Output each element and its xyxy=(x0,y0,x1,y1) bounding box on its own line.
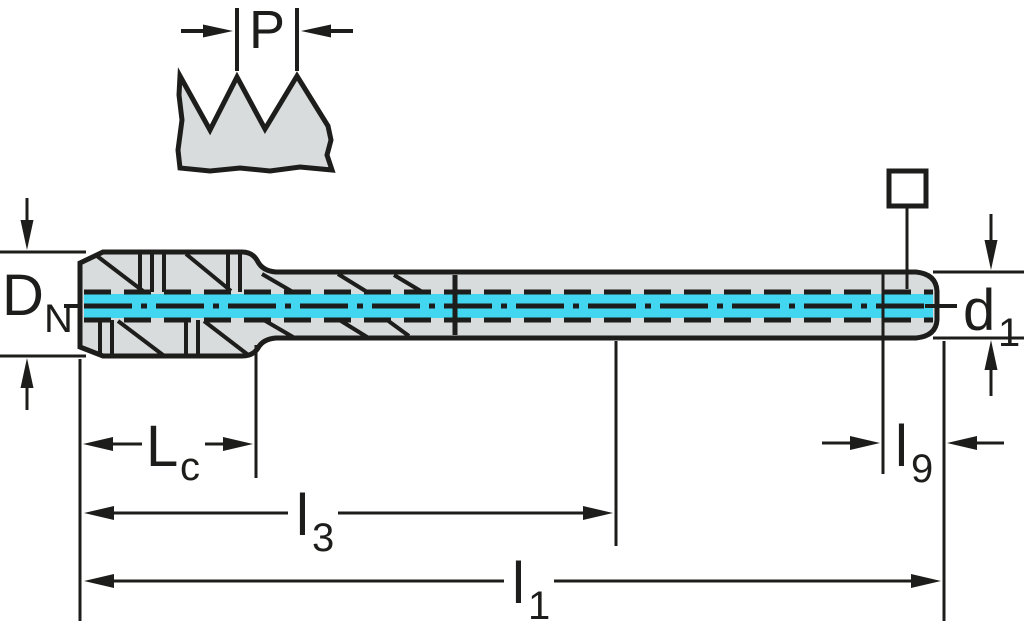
dimension-l3: l 3 xyxy=(84,483,613,560)
l3-arrowhead-right xyxy=(583,506,613,520)
dimension-dn: D N xyxy=(0,198,86,410)
d1-label-sub: 1 xyxy=(998,311,1020,355)
hatch-line xyxy=(95,254,145,293)
d1-arrowhead-bottom xyxy=(984,340,998,370)
l9-label-base: l xyxy=(895,414,908,479)
dn-label-sub: N xyxy=(44,297,73,341)
thread-profile-detail: P xyxy=(175,0,353,174)
dimension-l1: l 1 xyxy=(84,551,941,627)
dn-arrowhead-top xyxy=(20,220,34,250)
pitch-arrowhead-right xyxy=(301,24,331,38)
l1-arrowhead-left xyxy=(84,574,114,588)
lc-label-base: L xyxy=(146,414,178,479)
hatch-line xyxy=(184,252,233,293)
l9-label-sub: 9 xyxy=(911,447,933,491)
square-drive-symbol xyxy=(886,168,929,289)
dn-label-base: D xyxy=(2,263,44,328)
hatch-line xyxy=(116,319,165,357)
l9-arrowhead-left xyxy=(850,436,880,450)
d1-label-base: d xyxy=(963,278,995,343)
l1-label-sub: 1 xyxy=(528,584,550,627)
l9-arrowhead-right xyxy=(947,436,977,450)
l1-label-base: l xyxy=(512,551,525,616)
l3-label-base: l xyxy=(296,483,309,548)
dn-arrowhead-bottom xyxy=(20,358,34,388)
dimension-d1: d 1 xyxy=(925,214,1024,396)
square-drive-icon xyxy=(886,168,929,209)
hatch-line xyxy=(202,319,249,356)
pitch-label: P xyxy=(249,0,285,60)
l3-label-sub: 3 xyxy=(312,516,334,560)
tap-body xyxy=(77,249,940,474)
lc-arrowhead-left xyxy=(83,437,113,451)
thread-profile-shape xyxy=(175,67,336,174)
lc-arrowhead-right xyxy=(223,437,253,451)
d1-arrowhead-top xyxy=(984,240,998,270)
pitch-arrowhead-left xyxy=(203,24,233,38)
dimension-lc: L c xyxy=(83,414,253,489)
l1-arrowhead-right xyxy=(911,574,941,588)
dimension-l9: l 9 xyxy=(822,414,1004,491)
l3-arrowhead-left xyxy=(84,506,114,520)
lc-label-sub: c xyxy=(180,445,200,489)
